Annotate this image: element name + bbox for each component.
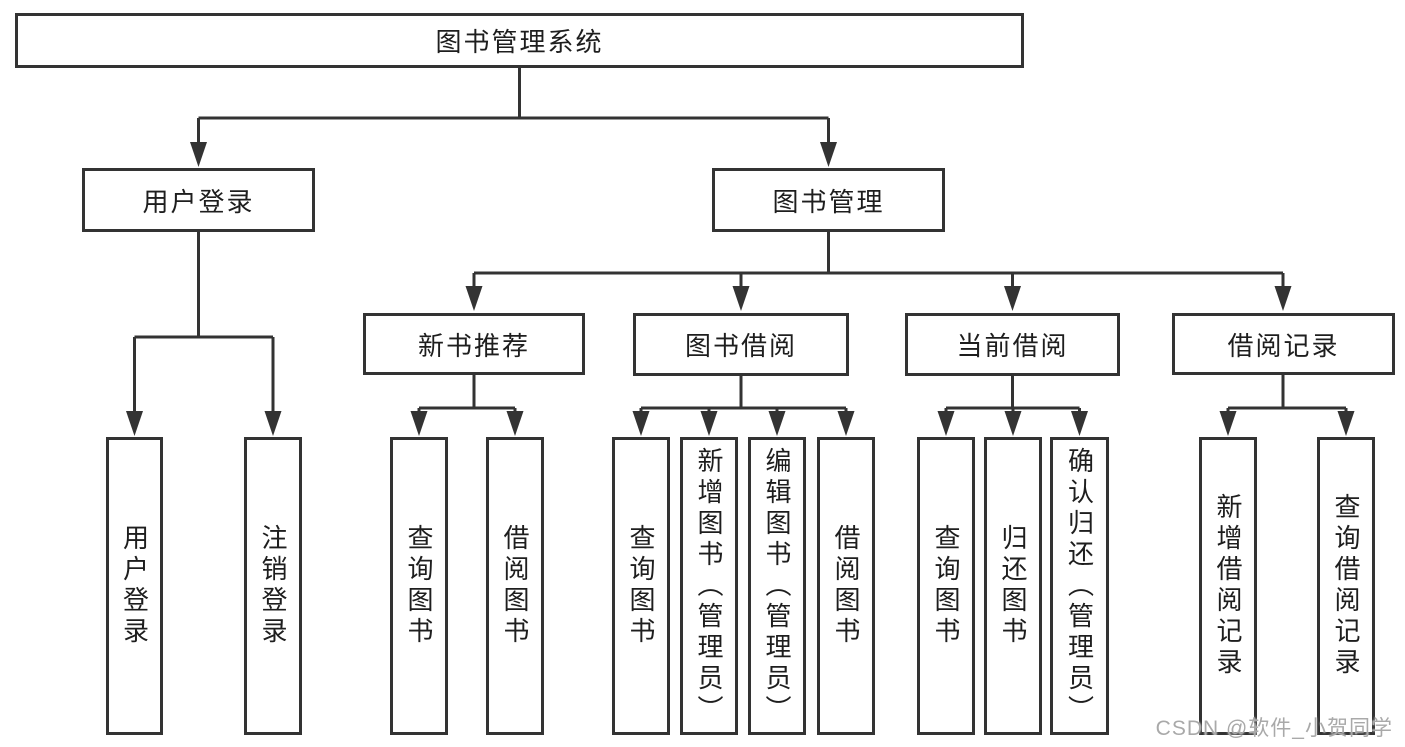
node-new-book-recommend: 新书推荐 [363, 313, 585, 375]
leaf-edit-books-admin: 编辑图书（管理员） [748, 437, 806, 735]
leaf-user-login-label: 用户登录 [119, 524, 150, 648]
leaf-query-books-recommend-label: 查询图书 [404, 524, 434, 648]
leaf-add-books-admin: 新增图书（管理员） [680, 437, 738, 735]
leaf-borrow-books: 借阅图书 [817, 437, 875, 735]
csdn-watermark: CSDN @软件_小贺同学 [1155, 717, 1393, 740]
leaf-return-books: 归还图书 [984, 437, 1042, 735]
leaf-borrow-books-recommend: 借阅图书 [486, 437, 544, 735]
node-borrow-records-label: 借阅记录 [1227, 330, 1340, 361]
leaf-confirm-return-admin-label: 确认归还（管理员） [1064, 446, 1095, 726]
leaf-return-books-label: 归还图书 [998, 524, 1028, 648]
leaf-add-books-admin-label: 新增图书（管理员） [694, 446, 724, 726]
leaf-edit-books-admin-label: 编辑图书（管理员） [762, 446, 792, 726]
leaf-logout: 注销登录 [244, 437, 302, 735]
node-user-login-label: 用户登录 [142, 186, 255, 217]
leaf-query-books-current: 查询图书 [917, 437, 975, 735]
leaf-query-books-recommend: 查询图书 [390, 437, 448, 735]
leaf-query-books-current-label: 查询图书 [931, 524, 961, 648]
leaf-logout-label: 注销登录 [258, 524, 288, 648]
node-current-borrowing: 当前借阅 [905, 313, 1120, 376]
node-book-management: 图书管理 [712, 168, 945, 232]
leaf-query-borrow-record-label: 查询借阅记录 [1331, 493, 1361, 679]
node-root: 图书管理系统 [15, 13, 1024, 68]
node-user-login: 用户登录 [82, 168, 315, 232]
node-new-book-recommend-label: 新书推荐 [417, 330, 530, 361]
node-borrow-records: 借阅记录 [1172, 313, 1395, 375]
leaf-query-borrow-record: 查询借阅记录 [1317, 437, 1375, 735]
leaf-user-login: 用户登录 [106, 437, 163, 735]
leaf-query-books-borrow: 查询图书 [612, 437, 670, 735]
node-book-borrowing: 图书借阅 [633, 313, 849, 376]
leaf-add-borrow-record: 新增借阅记录 [1199, 437, 1257, 735]
node-book-management-label: 图书管理 [772, 186, 885, 217]
leaf-borrow-books-label: 借阅图书 [831, 524, 861, 648]
node-current-borrowing-label: 当前借阅 [956, 331, 1069, 361]
leaf-borrow-books-recommend-label: 借阅图书 [500, 524, 530, 648]
node-book-borrowing-label: 图书借阅 [684, 331, 797, 361]
arrowheads [126, 142, 1355, 436]
leaf-add-borrow-record-label: 新增借阅记录 [1213, 493, 1243, 679]
leaf-query-books-borrow-label: 查询图书 [626, 524, 656, 648]
leaf-confirm-return-admin: 确认归还（管理员） [1050, 437, 1109, 735]
node-root-label: 图书管理系统 [435, 27, 604, 57]
